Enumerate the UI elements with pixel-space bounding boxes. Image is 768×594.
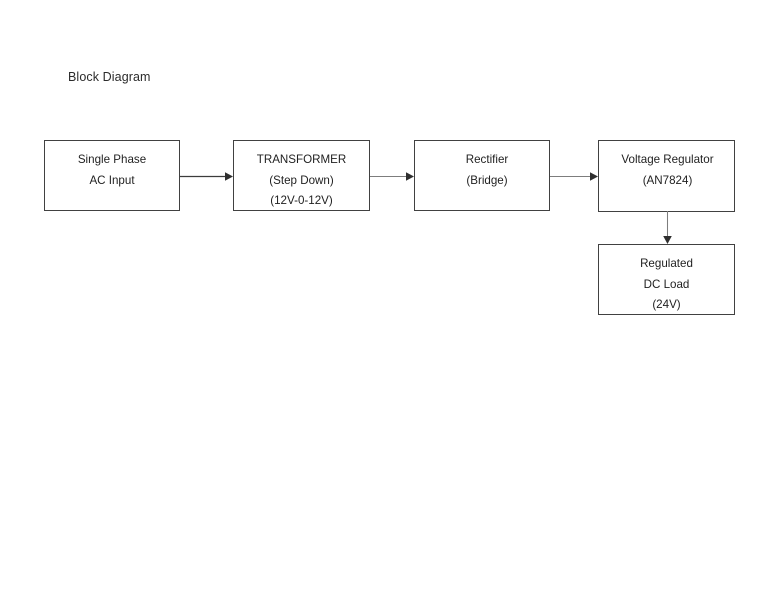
block-ac-input[interactable]: Single Phase AC Input bbox=[44, 140, 180, 211]
block-rectifier-line-2: (Bridge) bbox=[466, 173, 508, 187]
connector-rectifier-to-voltage-regulator bbox=[550, 168, 599, 185]
connector-ac-input-to-transformer bbox=[180, 168, 234, 185]
block-rectifier[interactable]: Rectifier (Bridge) bbox=[414, 140, 550, 211]
block-transformer-line-3: (12V-0-12V) bbox=[270, 194, 333, 207]
block-voltage-regulator[interactable]: Voltage Regulator (AN7824) bbox=[598, 140, 735, 212]
block-transformer-line-2: (Step Down) bbox=[269, 173, 334, 187]
block-voltage-regulator-line-1: Voltage Regulator bbox=[621, 153, 714, 166]
block-regulated-dc-load-line-3: (24V) bbox=[652, 298, 681, 311]
block-voltage-regulator-line-2: (AN7824) bbox=[642, 173, 693, 187]
block-regulated-dc-load-line-1: Regulated bbox=[640, 257, 693, 270]
page-title: Block Diagram bbox=[68, 70, 151, 84]
block-rectifier-line-1: Rectifier bbox=[465, 153, 509, 166]
connector-transformer-to-rectifier bbox=[370, 168, 415, 185]
block-regulated-dc-load-line-2: DC Load bbox=[643, 277, 690, 291]
block-regulated-dc-load[interactable]: Regulated DC Load (24V) bbox=[598, 244, 735, 315]
block-transformer[interactable]: TRANSFORMER (Step Down) (12V-0-12V) bbox=[233, 140, 370, 211]
block-ac-input-line-1: Single Phase bbox=[77, 153, 147, 166]
block-ac-input-line-2: AC Input bbox=[89, 173, 135, 187]
connector-voltage-regulator-to-regulated-dc-load bbox=[659, 211, 676, 245]
block-transformer-line-1: TRANSFORMER bbox=[256, 153, 347, 166]
